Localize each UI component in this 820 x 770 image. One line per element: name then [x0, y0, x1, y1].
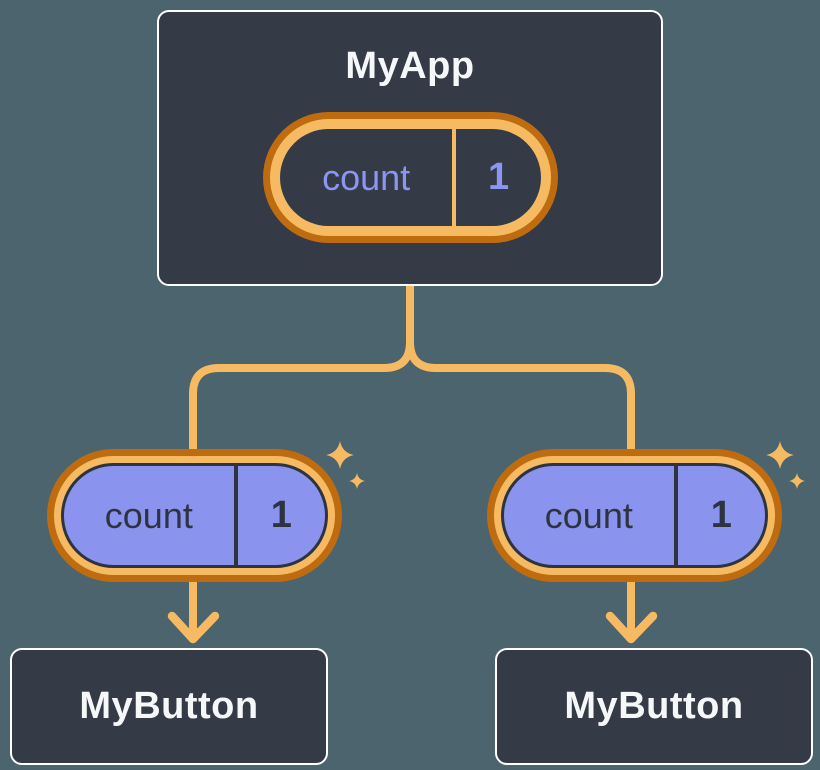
prop-pill-body: count 1 [61, 463, 328, 568]
pill-divider [452, 129, 457, 226]
prop-name: count [104, 494, 193, 536]
state-pill-ring: count 1 [270, 119, 551, 236]
prop-value: 1 [270, 494, 292, 536]
pill-divider [673, 466, 678, 565]
state-pill-root: count 1 [263, 112, 558, 243]
sparkle-icon [326, 441, 365, 489]
prop-pill-right: count 1 [487, 449, 782, 582]
prop-name: count [544, 494, 633, 536]
prop-pill-left: count 1 [47, 449, 342, 582]
state-name: count [322, 156, 411, 198]
prop-value: 1 [710, 494, 732, 536]
node-title: MyButton [79, 685, 259, 727]
node-title: MyApp [345, 45, 475, 87]
pill-divider [233, 466, 238, 565]
arrow-down-icon [605, 611, 658, 644]
node-mybutton-left: MyButton [10, 648, 328, 765]
prop-pill-ring: count 1 [54, 456, 335, 575]
prop-pill-body: count 1 [501, 463, 768, 568]
prop-pill-ring: count 1 [494, 456, 775, 575]
node-title: MyButton [564, 685, 744, 727]
sparkle-icon [766, 441, 805, 489]
connector-line-right [406, 338, 635, 640]
arrow-down-icon [167, 611, 220, 644]
state-pill-body: count 1 [280, 129, 541, 226]
node-mybutton-right: MyButton [495, 648, 813, 765]
node-myapp: MyApp count 1 [157, 10, 663, 286]
state-value: 1 [488, 156, 510, 198]
